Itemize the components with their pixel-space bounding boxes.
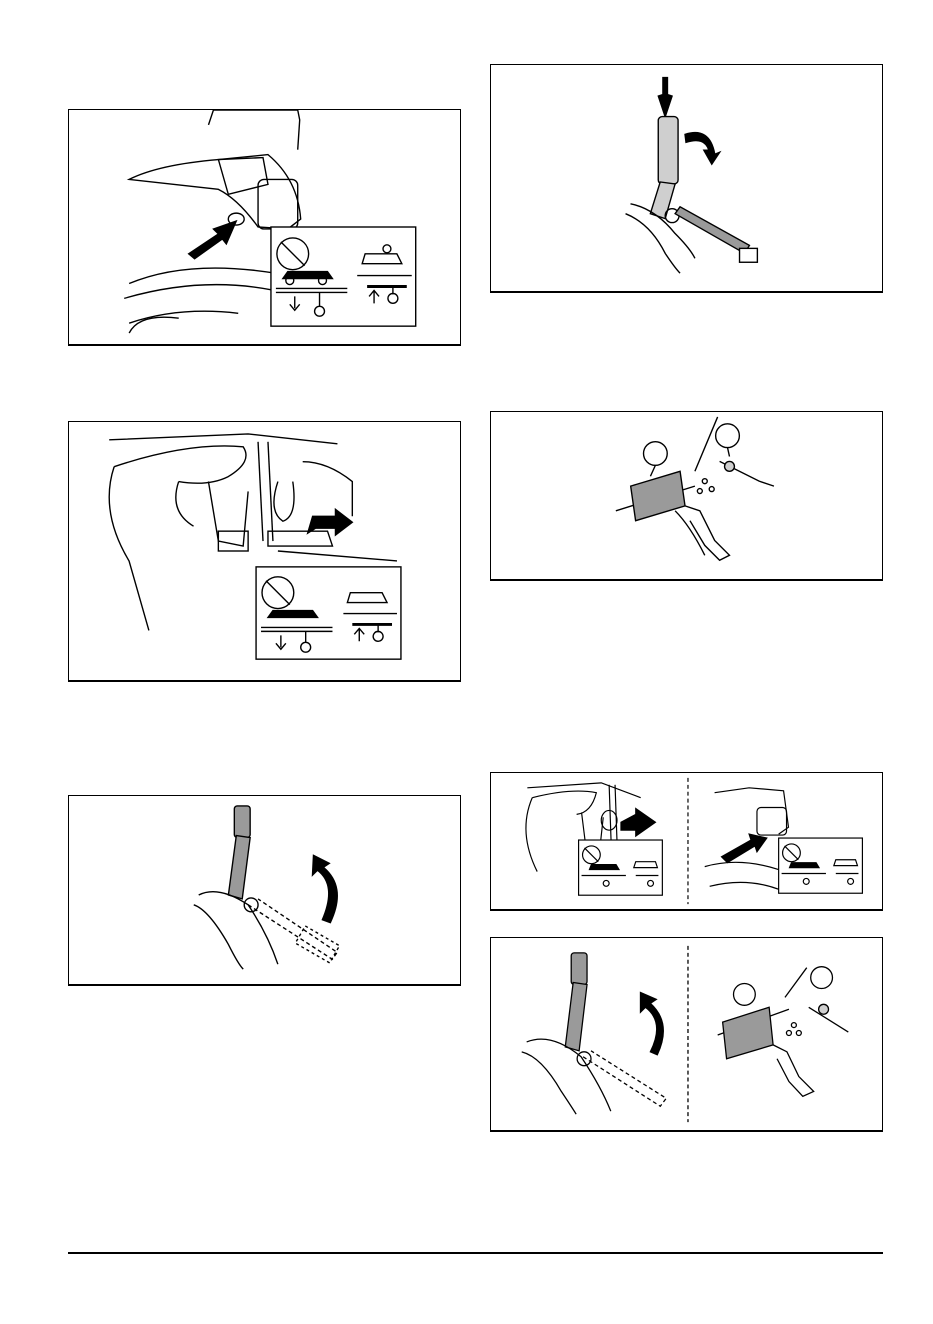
figure-handle-raise (68, 795, 461, 985)
callout-2-circle (716, 424, 740, 448)
illustration-pin-right (69, 110, 460, 344)
illustration-handle-press (491, 65, 882, 291)
illustration-pedal (491, 412, 882, 579)
illustration-combined-pin (491, 773, 882, 909)
figure-pedal-callouts (490, 411, 883, 580)
figure-combined-pin (490, 772, 883, 910)
figure-handle-press (490, 64, 883, 292)
callout-2-circle-b (811, 967, 833, 989)
illustration-pin-left (69, 422, 460, 680)
figure-pin-right-side (68, 109, 461, 345)
footer-rule (68, 1252, 883, 1254)
callout-1-circle (644, 442, 668, 466)
figure-combined-handle-pedal (490, 937, 883, 1131)
figure-pin-left-side (68, 421, 461, 681)
callout-1-circle-b (734, 984, 756, 1006)
illustration-handle-raise (69, 796, 460, 984)
illustration-combined-handle-pedal (491, 938, 882, 1130)
